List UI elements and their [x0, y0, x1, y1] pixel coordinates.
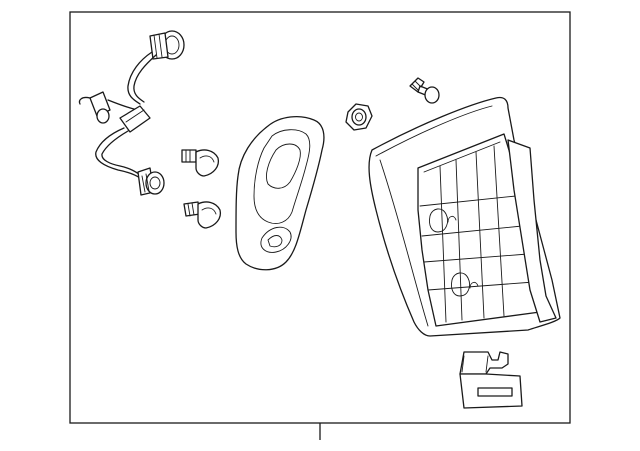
- gasket-icon: [235, 115, 325, 271]
- wedge-bulb-icon: [181, 149, 220, 177]
- tail-lamp-housing-icon: [368, 96, 561, 337]
- wire-harness-socket-icon: [78, 30, 185, 196]
- mounting-bracket-icon: [459, 351, 523, 409]
- hex-nut-icon: [345, 103, 373, 131]
- wedge-bulb-icon: [183, 201, 222, 229]
- screw-icon: [409, 77, 440, 104]
